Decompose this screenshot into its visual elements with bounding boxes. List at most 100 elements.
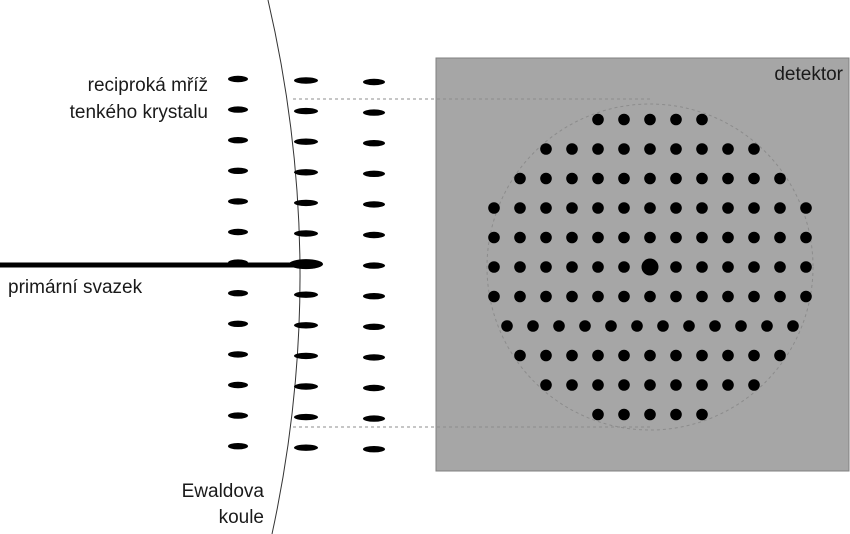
diffraction-spot [696, 261, 708, 273]
ewald-sphere-label-line2: koule [219, 507, 264, 528]
diffraction-spot [618, 143, 630, 155]
reciprocal-lattice-label-line2: tenkého krystalu [70, 102, 208, 123]
diffraction-spot [774, 290, 786, 303]
diffraction-spot [514, 290, 526, 303]
lattice-point [294, 322, 318, 329]
diffraction-spot [592, 113, 604, 126]
lattice-point [363, 231, 385, 239]
diffraction-spot [670, 379, 682, 391]
diffraction-spot [488, 290, 500, 303]
lattice-point [363, 201, 385, 208]
lattice-point [228, 106, 248, 113]
diffraction-spot [501, 320, 513, 332]
lattice-point [363, 109, 385, 116]
ewald-sphere-label-line1: Ewaldova [182, 481, 265, 502]
lattice-point [363, 170, 385, 177]
diffraction-spot [696, 379, 708, 391]
diffraction-spot [644, 231, 656, 244]
diffraction-spot [618, 113, 630, 126]
lattice-point [228, 290, 248, 297]
diffraction-spot [592, 261, 604, 273]
diffraction-spot [696, 408, 708, 421]
diffraction-spot [735, 320, 747, 332]
lattice-point [228, 381, 248, 389]
diffraction-spot [540, 379, 552, 391]
diffraction-spot [566, 172, 578, 185]
diffraction-spot [540, 143, 552, 155]
diffraction-spot [514, 172, 526, 185]
diffraction-spot [696, 290, 708, 303]
diffraction-spot [722, 231, 734, 244]
diffraction-spot [618, 261, 630, 273]
diffraction-spot [774, 231, 786, 244]
diffraction-spot [566, 379, 578, 391]
diffraction-spot [670, 408, 682, 421]
lattice-point [294, 199, 318, 207]
diffraction-spot [618, 290, 630, 303]
lattice-point [363, 384, 385, 392]
diffraction-spot [683, 320, 695, 332]
diffraction-spot [722, 349, 734, 362]
diffraction-spot [592, 202, 604, 214]
diffraction-spot [774, 261, 786, 273]
diffraction-spot [774, 349, 786, 362]
lattice-point [294, 138, 318, 145]
diffraction-spot [657, 320, 669, 332]
lattice-point [363, 262, 385, 269]
diffraction-spot [540, 261, 552, 273]
diffraction-spot [722, 202, 734, 214]
diffraction-spot [696, 113, 708, 126]
diffraction-spot [670, 349, 682, 362]
diffraction-spot [696, 349, 708, 362]
diffraction-spot [566, 349, 578, 362]
diffraction-spot [566, 261, 578, 273]
diffraction-spot [540, 231, 552, 244]
lattice-point [294, 444, 318, 451]
lattice-point [228, 167, 248, 174]
diffraction-spot [722, 379, 734, 391]
diffraction-spot [800, 261, 812, 273]
diffraction-spot [566, 231, 578, 244]
diffraction-spot [618, 349, 630, 362]
diffraction-spot [592, 379, 604, 391]
diffraction-spot [540, 202, 552, 214]
diffraction-spot [540, 172, 552, 185]
diffraction-spot [644, 202, 656, 214]
lattice-point [294, 291, 318, 298]
diffraction-spot [748, 349, 760, 362]
diffraction-spot [800, 290, 812, 303]
diffraction-spot [644, 349, 656, 362]
lattice-point [363, 446, 385, 453]
diffraction-spot [748, 202, 760, 214]
diffraction-spot [761, 320, 773, 332]
diffraction-spot [748, 290, 760, 303]
detector-label: detektor [774, 64, 843, 85]
diffraction-spot [644, 113, 656, 126]
diffraction-spot [631, 320, 643, 332]
diffraction-spot [748, 172, 760, 185]
diffraction-spot [488, 231, 500, 244]
lattice-point [289, 259, 323, 270]
diffraction-spot [514, 349, 526, 362]
diffraction-spot [514, 202, 526, 214]
diffraction-spot [579, 320, 591, 332]
diffraction-spot [696, 202, 708, 214]
diffraction-spot [670, 172, 682, 185]
diffraction-spot [670, 290, 682, 303]
diffraction-spot [592, 172, 604, 185]
lattice-point [228, 228, 248, 236]
diffraction-spot [774, 202, 786, 214]
diffraction-spot [527, 320, 539, 332]
diffraction-spot [748, 261, 760, 273]
lattice-point [363, 78, 385, 86]
diffraction-spot [748, 231, 760, 244]
lattice-point [228, 412, 248, 419]
diffraction-spot [670, 113, 682, 126]
lattice-point [228, 75, 248, 83]
diffraction-spot [488, 202, 500, 214]
diffraction-spot [618, 172, 630, 185]
diffraction-spot [514, 261, 526, 273]
lattice-point [294, 169, 318, 176]
diffraction-spot [553, 320, 565, 332]
diffraction-spot [696, 172, 708, 185]
